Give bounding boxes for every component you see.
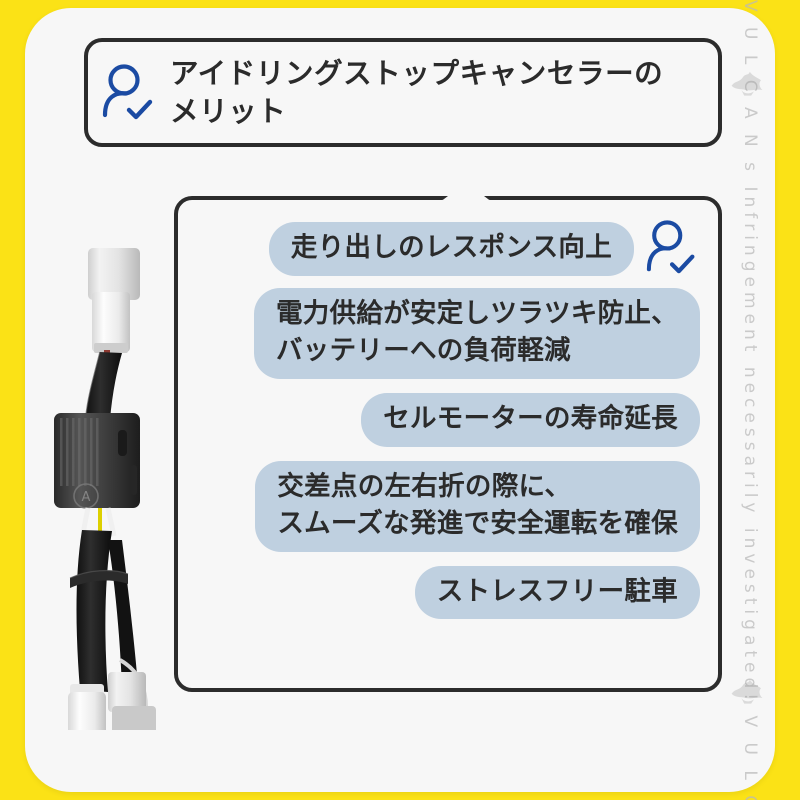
product-photo: A	[42, 240, 192, 740]
benefit-bubble: 交差点の左右折の際に、 スムーズな発進で安全運転を確保	[255, 460, 700, 552]
benefit-row-4: 交差点の左右折の際に、 スムーズな発進で安全運転を確保	[188, 447, 700, 552]
product-photo-svg: A	[54, 248, 156, 740]
benefit-row-5: ストレスフリー駐車	[188, 552, 700, 620]
person-check-icon	[102, 62, 160, 124]
controller-module: A	[54, 413, 140, 509]
benefits-list: 走り出しのレスポンス向上 電力供給が安定しツラツキ防止、 バッテリーへの負荷軽減…	[174, 196, 722, 692]
benefit-bubble: 電力供給が安定しツラツキ防止、 バッテリーへの負荷軽減	[254, 287, 700, 379]
benefit-bubble: セルモーターの寿命延長	[361, 392, 700, 447]
connector-bottom-left	[68, 684, 106, 736]
benefit-bubble: ストレスフリー駐車	[414, 565, 700, 620]
white-card: A	[25, 8, 775, 792]
page-title: アイドリングストップキャンセラーの メリット	[170, 56, 664, 128]
benefit-row-2: 電力供給が安定しツラツキ防止、 バッテリーへの負荷軽減	[188, 276, 700, 379]
connector-bottom-right	[108, 672, 156, 740]
svg-text:A: A	[82, 490, 91, 505]
benefit-row-1: 走り出しのレスポンス向上	[188, 220, 700, 276]
benefit-row-3: セルモーターの寿命延長	[188, 379, 700, 447]
connector-top	[88, 248, 140, 355]
person-check-icon	[646, 218, 702, 278]
benefits-box: 走り出しのレスポンス向上 電力供給が安定しツラツキ防止、 バッテリーへの負荷軽減…	[174, 196, 722, 692]
benefit-bubble: 走り出しのレスポンス向上	[268, 222, 634, 276]
header-speech-box: アイドリングストップキャンセラーの メリット	[84, 38, 722, 147]
